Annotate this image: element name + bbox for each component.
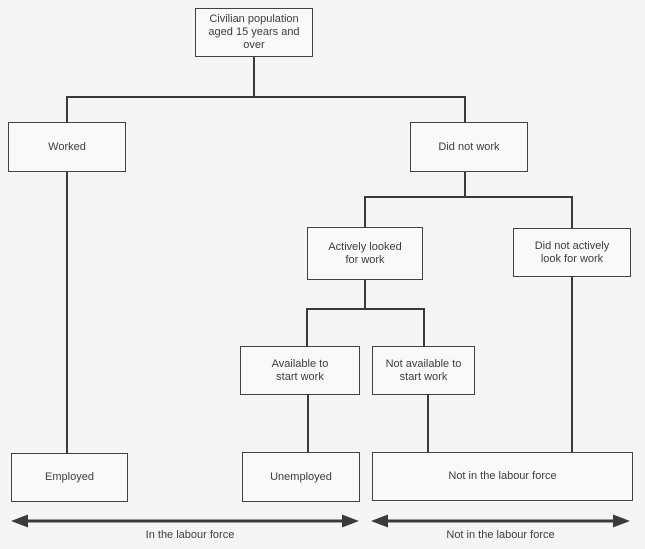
connector [423,308,425,346]
connector [571,277,573,452]
connector [427,395,429,452]
connector [464,172,466,197]
node-unemployed: Unemployed [242,452,360,502]
connector [464,96,466,122]
node-not-available-to-start-work: Not available to start work [372,346,475,395]
node-available-to-start-work: Available to start work [240,346,360,395]
in-labour-force-label: In the labour force [145,529,235,541]
connector [307,395,309,452]
connector [571,196,573,228]
node-civilian-population: Civilian population aged 15 years and ov… [195,8,313,57]
node-worked: Worked [8,122,126,172]
node-did-not-actively-look-for-work: Did not actively look for work [513,228,631,277]
connector [364,280,366,309]
node-not-in-the-labour-force: Not in the labour force [372,452,633,501]
not-in-labour-force-arrow-icon [371,514,630,528]
node-actively-looked-for-work: Actively looked for work [307,227,423,280]
connector [364,196,366,227]
connector [253,57,255,97]
connector [306,308,425,310]
not-in-labour-force-label: Not in the labour force [446,529,555,541]
connector [66,96,466,98]
connector [66,96,68,122]
connector [364,196,573,198]
node-employed: Employed [11,453,128,502]
in-labour-force-arrow-icon [11,514,359,528]
node-did-not-work: Did not work [410,122,528,172]
connector [306,308,308,346]
connector [66,172,68,453]
